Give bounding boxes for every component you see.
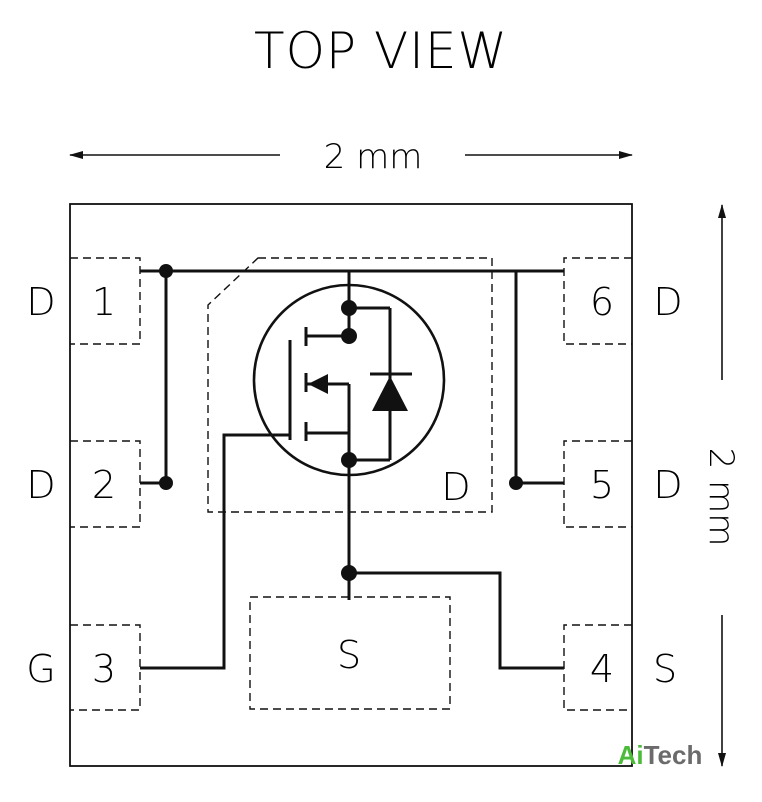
- drain-pad-label: D: [441, 465, 470, 509]
- pin-signal-6: D: [653, 280, 682, 324]
- pin-number-6: 6: [590, 280, 614, 324]
- pin-signal-4: S: [653, 647, 677, 691]
- source-pad-label: S: [337, 633, 361, 677]
- height-dimension: 2 mm: [701, 204, 741, 767]
- watermark-part-ai: Ai: [618, 740, 644, 770]
- pin-number-2: 2: [92, 463, 116, 507]
- pin-number-1: 1: [92, 280, 116, 324]
- junction-dots: [159, 264, 523, 581]
- pin-number-5: 5: [590, 463, 614, 507]
- pin-signal-5: D: [653, 463, 682, 507]
- width-dimension-label: 2 mm: [324, 137, 423, 177]
- nmos-arrow: [308, 374, 328, 394]
- pin-signal-3: G: [26, 647, 55, 691]
- diagram-title: TOP VIEW: [254, 22, 508, 80]
- pin-number-4: 4: [590, 647, 614, 691]
- pin-signal-1: D: [26, 280, 55, 324]
- pin-number-3: 3: [92, 647, 116, 691]
- body-diode: [372, 376, 408, 411]
- watermark-part-tech: Tech: [644, 740, 703, 770]
- pin-pad-6: [563, 257, 632, 345]
- watermark: AiTech: [618, 740, 703, 770]
- width-dimension: 2 mm: [69, 137, 633, 177]
- package-outline: [69, 203, 633, 767]
- height-dimension-label: 2 mm: [701, 448, 741, 547]
- pin-pad-3: [70, 624, 141, 711]
- mosfet-symbol-circle: [252, 283, 446, 477]
- pin-signal-2: D: [26, 463, 55, 507]
